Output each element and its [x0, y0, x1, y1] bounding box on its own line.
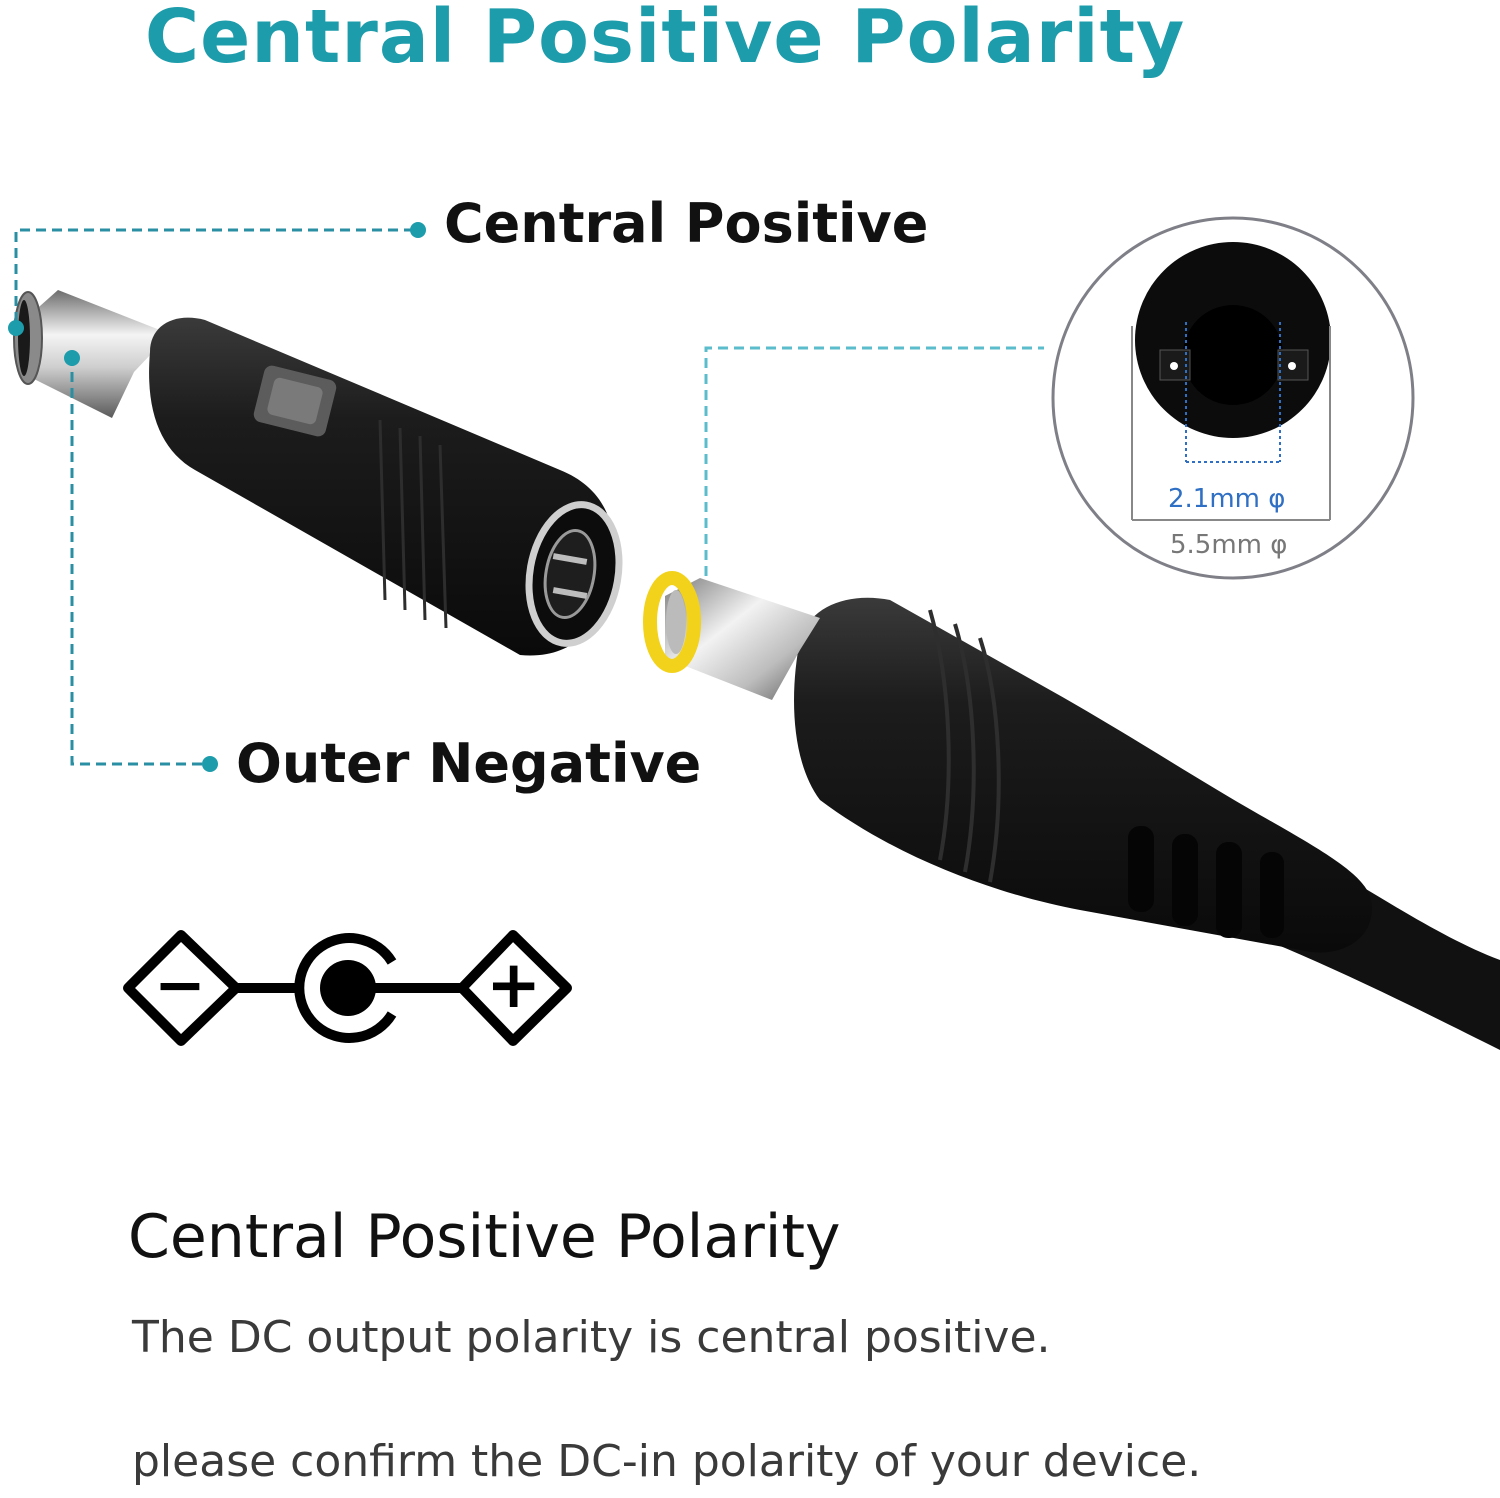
minus-sign: − [154, 948, 206, 1021]
center-ring [294, 933, 397, 1043]
leader-dot-negative-barrel [64, 350, 80, 366]
leader-dot-negative-label [202, 756, 218, 772]
outer-diameter-label: 5.5mm φ [1170, 530, 1288, 560]
leader-dot-positive-tip [8, 320, 24, 336]
description-line-1: The DC output polarity is central positi… [132, 1312, 1051, 1363]
adapter-body [149, 317, 623, 656]
negative-diamond [123, 930, 241, 1046]
callout-central-positive: Central Positive [444, 192, 929, 255]
polarity-symbol [123, 930, 572, 1046]
plug-pin [643, 571, 820, 700]
center-pin-dot [320, 960, 376, 1016]
leader-dot-positive-label [410, 222, 426, 238]
connector-cross-section [1051, 216, 1415, 580]
banner-title: Central Positive Polarity [144, 0, 1186, 80]
section-heading: Central Positive Polarity [128, 1202, 841, 1272]
leader-lines [14, 228, 416, 766]
inner-diameter-label: 2.1mm φ [1168, 484, 1286, 514]
description-line-2: please confirm the DC-in polarity of you… [132, 1436, 1202, 1487]
adapter-barrel [13, 290, 170, 418]
plus-sign: + [486, 946, 542, 1023]
plug-body [794, 597, 1373, 953]
positive-diamond [457, 930, 572, 1046]
callout-outer-negative: Outer Negative [236, 732, 702, 795]
plug-leader-line [704, 346, 1044, 576]
